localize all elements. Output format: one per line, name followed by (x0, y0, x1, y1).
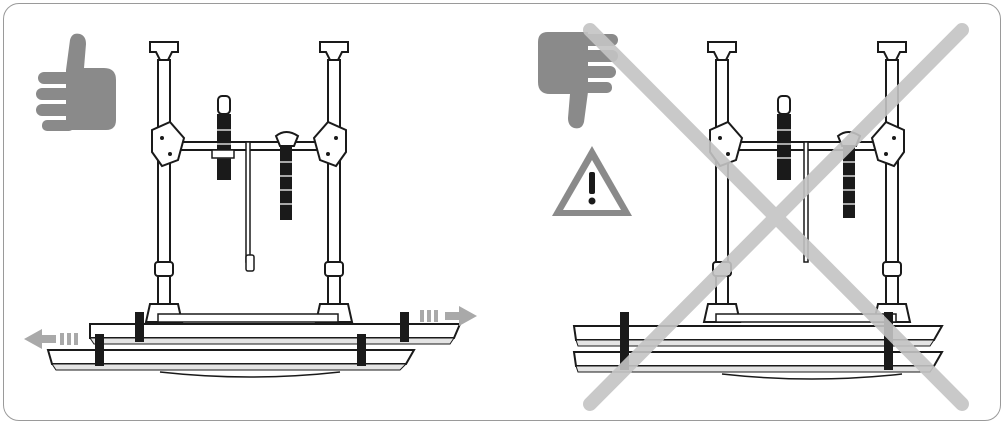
wheel-holder (400, 312, 409, 342)
wheel-holder (135, 312, 144, 342)
wheel-rail (46, 349, 416, 371)
bike-holder (211, 95, 235, 180)
strap-hook (245, 254, 255, 272)
bike-holder (776, 95, 792, 180)
incorrect-panel (538, 23, 969, 411)
cross-out-icon (583, 23, 969, 411)
wheel-holder (95, 334, 104, 366)
wheel-rail (572, 351, 944, 373)
wheel-holder (357, 334, 366, 366)
warning-triangle-icon (552, 146, 632, 216)
correct-panel (24, 33, 477, 378)
thumbs-up-icon (36, 33, 116, 131)
bike-holder (274, 131, 300, 220)
arrow-right-icon (420, 306, 477, 326)
wheel-holder (884, 312, 893, 370)
wheel-holder (620, 312, 629, 370)
arrow-left-icon (24, 329, 78, 349)
